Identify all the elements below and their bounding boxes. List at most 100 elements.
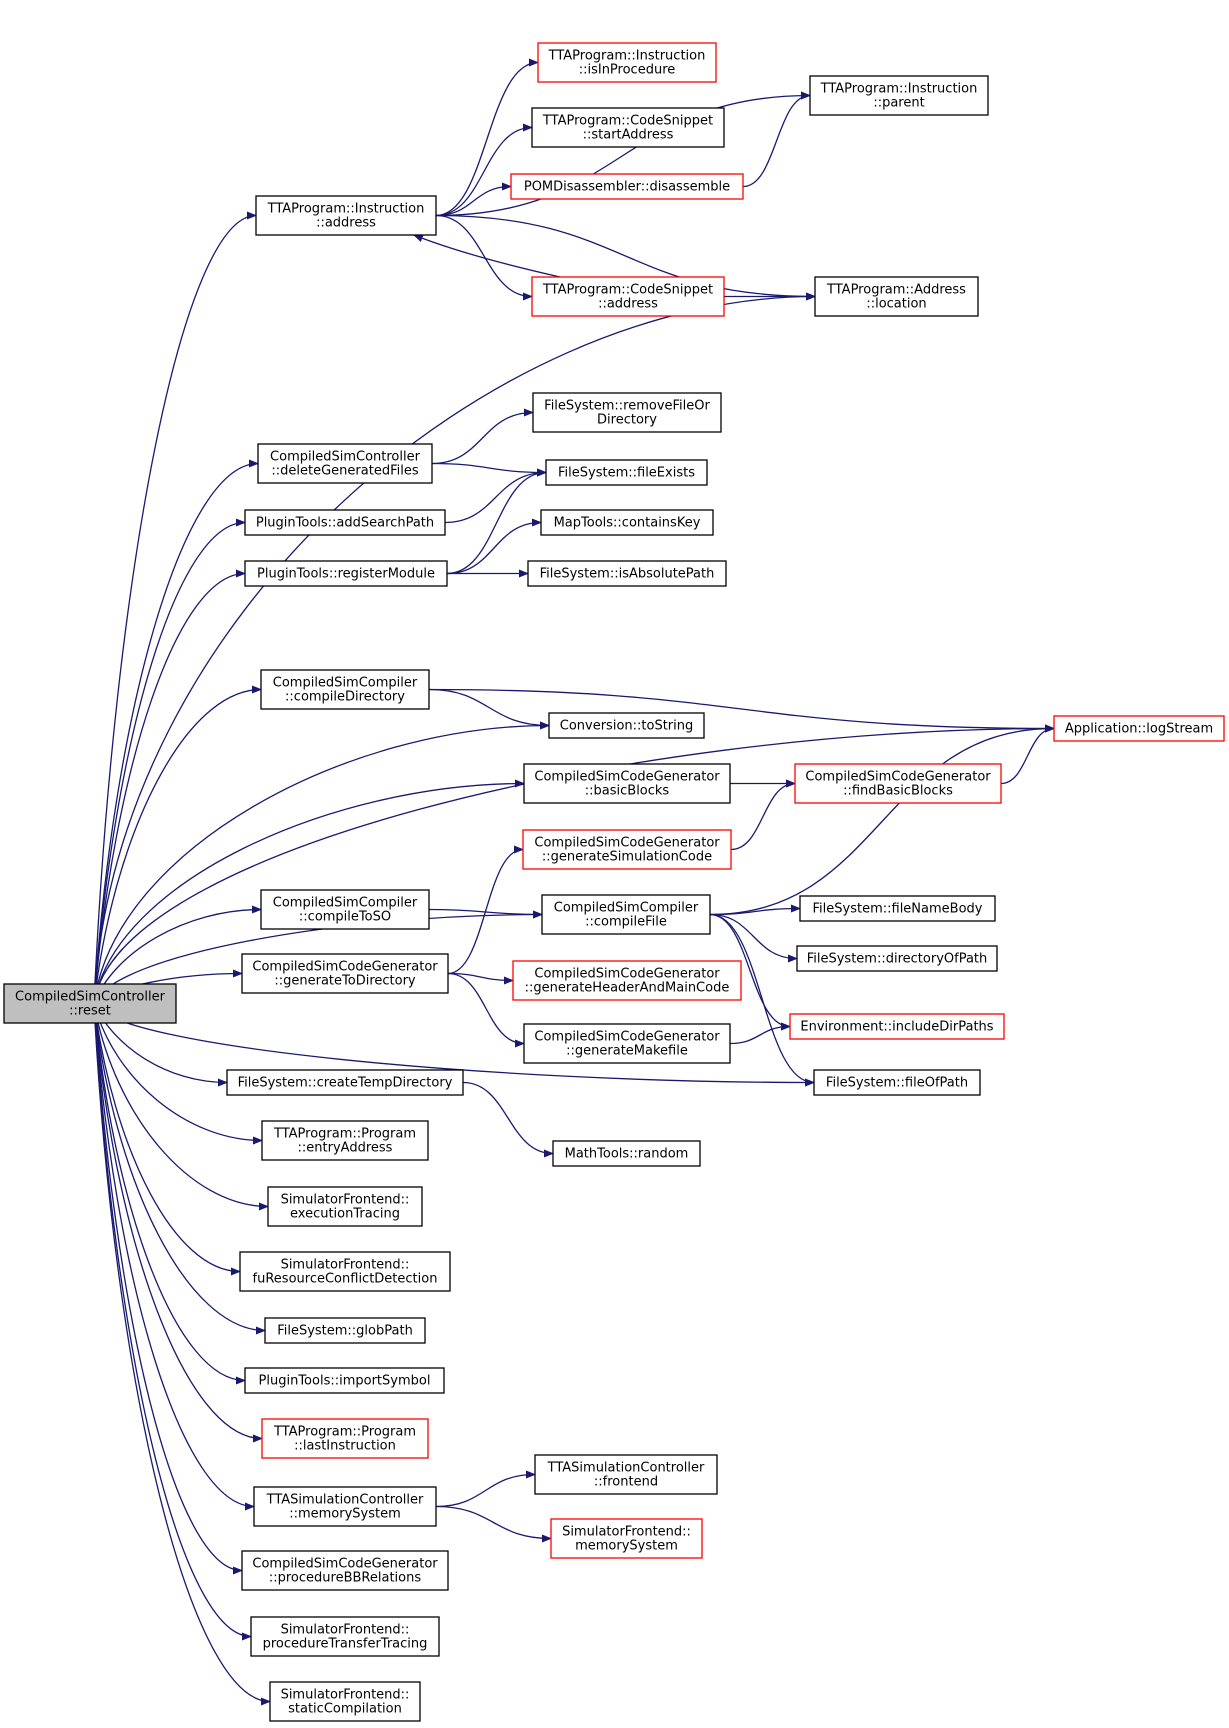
node-box bbox=[261, 1418, 429, 1459]
node-executionTracing[interactable]: SimulatorFrontend::executionTracing bbox=[267, 1186, 423, 1227]
node-createTempDirectory[interactable]: FileSystem::createTempDirectory bbox=[226, 1069, 464, 1096]
node-label: FileSystem::globPath bbox=[277, 1324, 413, 1339]
edge-registerModule-to-containsKey bbox=[446, 518, 542, 575]
edge-arrow bbox=[93, 1003, 243, 1575]
node-fuResourceConflictDetection[interactable]: SimulatorFrontend::fuResourceConflictDet… bbox=[239, 1251, 451, 1292]
node-tta_frontend[interactable]: TTASimulationController::frontend bbox=[534, 1454, 718, 1495]
node-box bbox=[257, 443, 433, 484]
node-snippet_address[interactable]: TTAProgram::CodeSnippet::address bbox=[531, 276, 725, 317]
node-registerModule[interactable]: PluginTools::registerModule bbox=[244, 560, 448, 587]
edge-arrow bbox=[447, 845, 524, 975]
edge-arrow bbox=[435, 58, 539, 217]
node-importSymbol[interactable]: PluginTools::importSymbol bbox=[244, 1367, 445, 1394]
edge-findBasicBlocks-to-logStream bbox=[1000, 724, 1055, 785]
edge-root-to-compileDirectory bbox=[93, 685, 262, 1004]
node-box bbox=[3, 983, 177, 1024]
node-label: FileSystem::directoryOfPath bbox=[807, 952, 988, 967]
node-directoryOfPath[interactable]: FileSystem::directoryOfPath bbox=[796, 945, 998, 972]
node-sf_memorySystem[interactable]: SimulatorFrontend::memorySystem bbox=[550, 1518, 703, 1559]
node-random[interactable]: MathTools::random bbox=[552, 1140, 701, 1167]
node-box bbox=[1053, 715, 1225, 742]
node-instr_isInProcedure[interactable]: TTAProgram::Instruction::isInProcedure bbox=[537, 42, 717, 83]
node-deleteGeneratedFiles[interactable]: CompiledSimController::deleteGeneratedFi… bbox=[257, 443, 433, 484]
edge-arrow bbox=[729, 1022, 791, 1045]
edge-compileDirectory-to-toString bbox=[428, 688, 550, 730]
node-root[interactable]: CompiledSimController::reset bbox=[3, 983, 177, 1024]
node-label: FileSystem::fileExists bbox=[558, 466, 695, 481]
node-logStream[interactable]: Application::logStream bbox=[1053, 715, 1225, 742]
node-label: CompiledSimCompiler bbox=[554, 901, 699, 916]
edge-arrow bbox=[447, 972, 514, 985]
node-box bbox=[532, 392, 722, 433]
edge-compileFile-to-logStream bbox=[709, 724, 1055, 916]
node-snippet_startAddress[interactable]: TTAProgram::CodeSnippet::startAddress bbox=[531, 107, 725, 148]
edge-arrow bbox=[93, 1003, 271, 1706]
node-label: POMDisassembler::disassemble bbox=[524, 180, 730, 195]
node-label: Conversion::toString bbox=[560, 719, 694, 734]
node-generateSimulationCode[interactable]: CompiledSimCodeGenerator::generateSimula… bbox=[522, 829, 732, 870]
node-isAbsolutePath[interactable]: FileSystem::isAbsolutePath bbox=[527, 560, 727, 587]
node-containsKey[interactable]: MapTools::containsKey bbox=[540, 509, 714, 536]
node-label: TTAProgram::Instruction bbox=[548, 49, 706, 64]
node-fileNameBody[interactable]: FileSystem::fileNameBody bbox=[799, 895, 996, 922]
node-box bbox=[264, 1317, 426, 1344]
node-compileToSO[interactable]: CompiledSimCompiler::compileToSO bbox=[260, 889, 430, 930]
node-tta_memorySystem[interactable]: TTASimulationController::memorySystem bbox=[253, 1486, 437, 1527]
node-box bbox=[531, 276, 725, 317]
node-includeDirPaths[interactable]: Environment::includeDirPaths bbox=[789, 1013, 1005, 1040]
edge-arrow bbox=[435, 123, 533, 217]
node-label: TTAProgram::Address bbox=[826, 283, 966, 298]
node-addSearchPath[interactable]: PluginTools::addSearchPath bbox=[244, 509, 446, 536]
node-label: Directory bbox=[597, 413, 657, 428]
node-instr_parent[interactable]: TTAProgram::Instruction::parent bbox=[809, 75, 989, 116]
node-procedureBBRelations[interactable]: CompiledSimCodeGenerator::procedureBBRel… bbox=[241, 1550, 449, 1591]
node-fileOfPath[interactable]: FileSystem::fileOfPath bbox=[813, 1069, 981, 1096]
node-box bbox=[814, 276, 979, 317]
edge-root-to-procedureTransferTracing bbox=[93, 1003, 252, 1641]
node-label: ::isInProcedure bbox=[579, 63, 676, 78]
edge-arrow bbox=[709, 904, 801, 916]
node-box bbox=[527, 560, 727, 587]
node-box bbox=[523, 763, 731, 804]
node-staticCompilation[interactable]: SimulatorFrontend::staticCompilation bbox=[269, 1681, 421, 1722]
node-generateHeaderAndMainCode[interactable]: CompiledSimCodeGenerator::generateHeader… bbox=[512, 960, 742, 1001]
node-compileFile[interactable]: CompiledSimCompiler::compileFile bbox=[541, 894, 711, 935]
node-label: ::frontend bbox=[594, 1475, 658, 1490]
edge-instr_address-to-snippet_startAddress bbox=[435, 123, 533, 217]
node-generateToDirectory[interactable]: CompiledSimCodeGenerator::generateToDire… bbox=[241, 953, 449, 994]
node-label: CompiledSimController bbox=[270, 450, 421, 465]
edge-arrow bbox=[431, 462, 547, 477]
node-label: procedureTransferTracing bbox=[263, 1637, 428, 1652]
node-findBasicBlocks[interactable]: CompiledSimCodeGenerator::findBasicBlock… bbox=[794, 763, 1002, 804]
node-label: CompiledSimCodeGenerator bbox=[805, 770, 991, 785]
node-compileDirectory[interactable]: CompiledSimCompiler::compileDirectory bbox=[260, 669, 430, 710]
node-label: CompiledSimCompiler bbox=[273, 676, 418, 691]
edge-compileFile-to-fileNameBody bbox=[709, 904, 801, 916]
node-lastInstruction[interactable]: TTAProgram::Program::lastInstruction bbox=[261, 1418, 429, 1459]
node-fileExists[interactable]: FileSystem::fileExists bbox=[545, 459, 708, 486]
node-label: TTASimulationController bbox=[266, 1493, 424, 1508]
edge-generateToDirectory-to-generateHeaderAndMainCode bbox=[447, 972, 514, 985]
edge-arrow bbox=[93, 1003, 252, 1641]
node-generateMakefile[interactable]: CompiledSimCodeGenerator::generateMakefi… bbox=[523, 1023, 731, 1064]
node-pom_disassemble[interactable]: POMDisassembler::disassemble bbox=[510, 173, 744, 200]
node-globPath[interactable]: FileSystem::globPath bbox=[264, 1317, 426, 1344]
edge-arrow bbox=[435, 214, 816, 301]
edge-pom_disassemble-to-instr_parent bbox=[742, 91, 811, 188]
node-box bbox=[813, 1069, 981, 1096]
edge-compileDirectory-to-logStream bbox=[428, 688, 1055, 733]
edge-arrow bbox=[93, 1003, 241, 1276]
node-label: ::compileToSO bbox=[299, 910, 391, 925]
node-address_location[interactable]: TTAProgram::Address::location bbox=[814, 276, 979, 317]
node-box bbox=[510, 173, 744, 200]
node-toString[interactable]: Conversion::toString bbox=[548, 712, 705, 739]
node-procedureTransferTracing[interactable]: SimulatorFrontend::procedureTransferTrac… bbox=[250, 1616, 440, 1657]
node-label: ::generateMakefile bbox=[566, 1044, 688, 1059]
node-basicBlocks[interactable]: CompiledSimCodeGenerator::basicBlocks bbox=[523, 763, 731, 804]
node-instr_address[interactable]: TTAProgram::Instruction::address bbox=[255, 195, 437, 236]
edge-root-to-addSearchPath bbox=[93, 518, 246, 1004]
node-entryAddress[interactable]: TTAProgram::Program::entryAddress bbox=[261, 1120, 429, 1161]
edge-arrow bbox=[435, 214, 533, 301]
